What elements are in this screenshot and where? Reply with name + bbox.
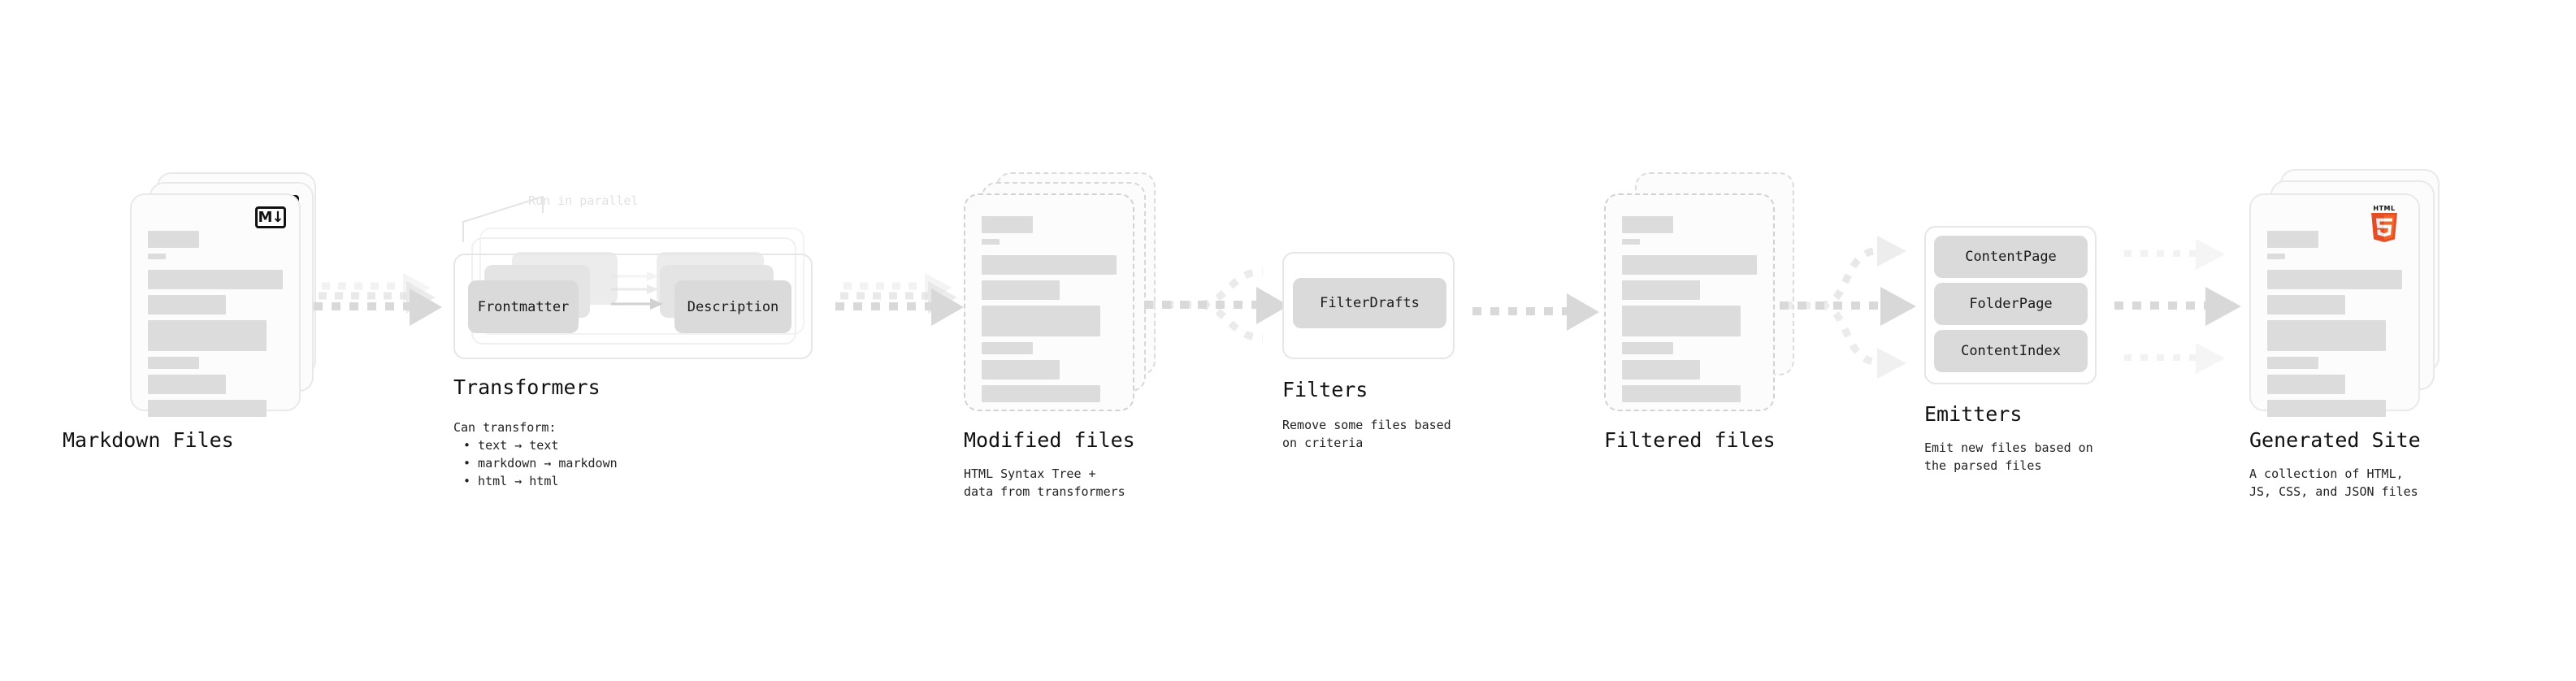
content-line [982, 306, 1100, 336]
content-line [1622, 306, 1741, 336]
filter-chip-filterdrafts[interactable]: FilterDrafts [1293, 278, 1446, 328]
markdown-icon: M↓ [255, 206, 286, 228]
transformer-chip-frontmatter[interactable]: Frontmatter [468, 280, 579, 333]
filtered-file-card [1604, 193, 1775, 411]
html5-wordmark: HTML [2373, 205, 2396, 212]
transformers-description: Can transform: [453, 420, 557, 435]
transform-bullet: • html → html [463, 474, 559, 488]
content-line [1622, 239, 1640, 245]
content-line [982, 360, 1060, 380]
stage-title-markdown-files: Markdown Files [63, 428, 234, 452]
transformer-chip-description[interactable]: Description [674, 280, 791, 333]
arrow-transformers-to-modified [835, 273, 964, 326]
html5-shield [2371, 213, 2397, 242]
stage-title-generated-site: Generated Site [2249, 428, 2421, 452]
site-file-card: HTML [2249, 193, 2420, 417]
content-line [982, 280, 1060, 300]
arrow-modified-to-filters [1144, 267, 1289, 342]
transformer-internal-arrows [611, 271, 663, 310]
content-line [148, 357, 199, 369]
content-line [982, 239, 1000, 245]
content-line [2267, 254, 2285, 259]
filters-description: Remove some files based on criteria [1282, 418, 1451, 450]
emitter-chip-contentpage[interactable]: ContentPage [1934, 236, 2088, 278]
stage-title-modified-files: Modified files [964, 428, 1135, 452]
content-line [148, 375, 226, 394]
content-line [2267, 270, 2402, 289]
chip-label: ContentIndex [1961, 343, 2061, 359]
arrow-emitters-to-site [2114, 239, 2241, 374]
emitters-description: Emit new files based on the parsed files [1924, 440, 2093, 473]
content-line [1622, 342, 1673, 354]
content-line [2267, 357, 2318, 369]
content-line [1622, 385, 1741, 402]
modified-file-card [964, 193, 1134, 411]
content-line [982, 342, 1033, 354]
content-line [148, 295, 226, 314]
chip-label: Frontmatter [477, 298, 570, 315]
transform-bullet: • text → text [463, 438, 559, 453]
generated-site-description: A collection of HTML, JS, CSS, and JSON … [2249, 466, 2418, 499]
stage-title-filtered-files: Filtered files [1604, 428, 1776, 452]
emitter-chip-folderpage[interactable]: FolderPage [1934, 283, 2088, 325]
run-in-parallel-label: Run in parallel [528, 193, 639, 208]
content-line [1622, 216, 1673, 233]
markdown-file-card: M↓ [130, 193, 301, 417]
content-line [982, 216, 1033, 233]
chip-label: Description [687, 298, 779, 315]
content-line [2267, 295, 2345, 314]
content-line [148, 270, 283, 289]
html5-icon: HTML [2368, 205, 2400, 242]
content-line [982, 255, 1117, 275]
arrow-markdown-to-transformers [314, 273, 442, 326]
card-content-lines [2267, 231, 2402, 423]
arrow-filters-to-filtered [1472, 293, 1599, 331]
content-line [2267, 231, 2318, 248]
transform-bullet: • markdown → markdown [463, 456, 618, 471]
card-content-lines [982, 216, 1117, 408]
content-line [1622, 255, 1757, 275]
modified-files-description: HTML Syntax Tree + data from transformer… [964, 466, 1125, 499]
content-line [2267, 320, 2386, 351]
stage-title-emitters: Emitters [1924, 402, 2023, 426]
emitter-chip-contentindex[interactable]: ContentIndex [1934, 330, 2088, 372]
chip-label: FilterDrafts [1320, 295, 1420, 311]
content-line [982, 385, 1100, 402]
transformers-box [453, 254, 813, 359]
stage-title-transformers: Transformers [453, 375, 601, 399]
content-line [2267, 375, 2345, 394]
chip-label: FolderPage [1969, 296, 2053, 312]
content-line [2267, 400, 2386, 417]
content-line [148, 400, 267, 417]
card-content-lines [148, 231, 283, 423]
card-content-lines [1622, 216, 1757, 408]
content-line [1622, 360, 1700, 380]
arrow-filtered-to-emitters [1780, 236, 1916, 379]
content-line [148, 231, 199, 248]
transformers-bullet-list: • text → text • markdown → markdown • ht… [463, 436, 618, 490]
content-line [1622, 280, 1700, 300]
content-line [148, 254, 166, 259]
parallel-bracket [462, 195, 544, 242]
content-line [148, 320, 267, 351]
stage-title-filters: Filters [1282, 378, 1368, 401]
chip-label: ContentPage [1965, 249, 2057, 265]
